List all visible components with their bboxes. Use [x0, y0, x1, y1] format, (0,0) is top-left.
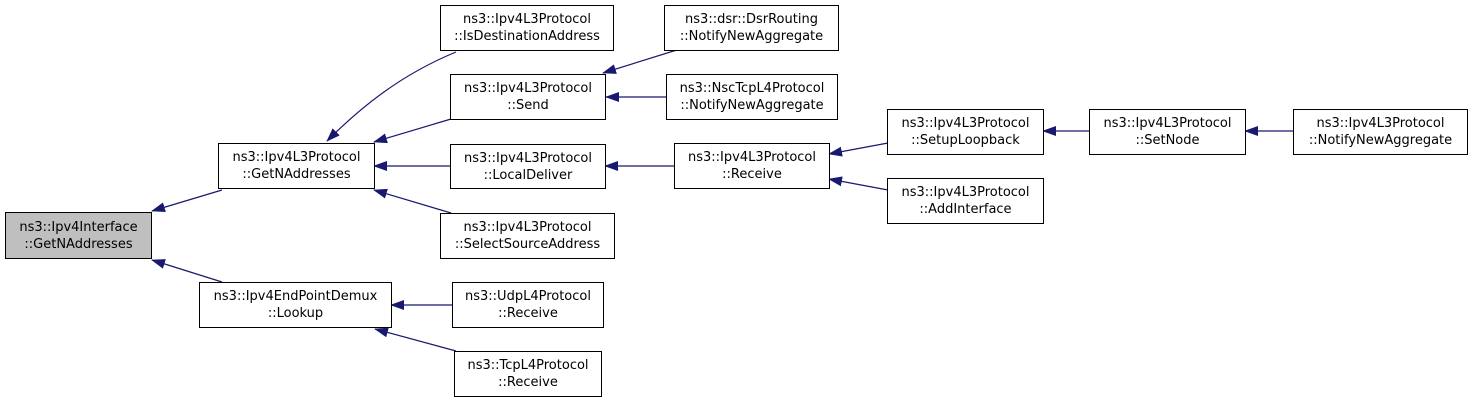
node-dsrrouting-notifynewaggregate[interactable]: ns3::dsr::DsrRouting ::NotifyNewAggregat… — [664, 5, 839, 51]
node-ipv4l3protocol-selectsourceaddress[interactable]: ns3::Ipv4L3Protocol ::SelectSourceAddres… — [440, 213, 615, 259]
node-udpl4protocol-receive[interactable]: ns3::UdpL4Protocol ::Receive — [452, 282, 604, 328]
node-label-line1: ns3::Ipv4L3Protocol — [1316, 116, 1445, 131]
node-label-line1: ns3::Ipv4L3Protocol — [901, 116, 1030, 131]
node-ipv4interface-getnaddresses: ns3::Ipv4Interface ::GetNAddresses — [5, 212, 152, 259]
node-label-line1: ns3::Ipv4L3Protocol — [232, 150, 361, 165]
node-ipv4l3protocol-send[interactable]: ns3::Ipv4L3Protocol ::Send — [450, 74, 606, 120]
node-label-line1: ns3::dsr::DsrRouting — [685, 12, 818, 27]
node-label-line1: ns3::NscTcpL4Protocol — [679, 81, 825, 96]
node-label-line2: ::SelectSourceAddress — [454, 237, 601, 252]
edge-epdlookup-to-ipv4if — [151, 259, 223, 283]
node-label-line2: ::SetNode — [1135, 133, 1200, 148]
node-label-line1: ns3::Ipv4Interface — [19, 219, 138, 235]
node-label-line2: ::SetupLoopback — [911, 133, 1020, 148]
edge-setuploop-to-receive — [828, 142, 889, 157]
node-label-line2: ::LocalDeliver — [483, 167, 573, 183]
node-label-line1: ns3::Ipv4L3Protocol — [688, 150, 816, 165]
node-label-line2: ::Receive — [722, 167, 782, 182]
node-ipv4l3protocol-setuploopback[interactable]: ns3::Ipv4L3Protocol ::SetupLoopback — [887, 109, 1044, 155]
node-label-line1: ns3::Ipv4L3Protocol — [464, 150, 592, 166]
node-label-line2: ::Send — [507, 98, 549, 113]
node-label-line2: ::GetNAddresses — [242, 167, 351, 182]
node-nsctcpl4protocol-notifynewaggregate[interactable]: ns3::NscTcpL4Protocol ::NotifyNewAggrega… — [666, 74, 838, 120]
node-label-line1: ns3::Ipv4L3Protocol — [901, 185, 1030, 200]
node-label-line2: ::NotifyNewAggregate — [679, 29, 824, 44]
node-label-line1: ns3::Ipv4L3Protocol — [463, 220, 592, 235]
node-ipv4l3protocol-localdeliver[interactable]: ns3::Ipv4L3Protocol ::LocalDeliver — [450, 144, 606, 189]
node-label-line1: ns3::Ipv4L3Protocol — [1103, 116, 1232, 131]
node-ipv4l3protocol-setnode[interactable]: ns3::Ipv4L3Protocol ::SetNode — [1089, 109, 1246, 155]
node-label-line2: ::Receive — [498, 306, 558, 321]
edge-dsr-to-send — [602, 48, 681, 74]
node-ipv4l3protocol-notifynewaggregate[interactable]: ns3::Ipv4L3Protocol ::NotifyNewAggregate — [1293, 109, 1468, 155]
edge-l3getn-to-ipv4if — [151, 189, 223, 213]
node-label-line2: ::NotifyNewAggregate — [680, 98, 824, 113]
node-label-line1: ns3::Ipv4EndPointDemux — [213, 289, 378, 304]
node-label-line1: ns3::TcpL4Protocol — [467, 358, 589, 373]
edge-addif-to-receive — [828, 176, 889, 191]
node-ipv4l3protocol-addinterface[interactable]: ns3::Ipv4L3Protocol ::AddInterface — [887, 178, 1044, 224]
node-label-line2: ::GetNAddresses — [24, 236, 133, 252]
node-label-line1: ns3::Ipv4L3Protocol — [463, 12, 591, 27]
edge-isdest-to-l3getn — [326, 51, 457, 142]
edge-selsrc-to-l3getn — [373, 188, 452, 214]
node-ipv4l3protocol-receive[interactable]: ns3::Ipv4L3Protocol ::Receive — [674, 143, 830, 189]
node-label-line2: ::Lookup — [267, 306, 324, 321]
node-label-line2: ::NotifyNewAggregate — [1308, 133, 1453, 148]
node-label-line2: ::AddInterface — [919, 202, 1012, 217]
edge-send-to-l3getn — [373, 118, 452, 144]
node-ipv4l3protocol-getnaddresses[interactable]: ns3::Ipv4L3Protocol ::GetNAddresses — [218, 143, 375, 189]
node-label-line1: ns3::Ipv4L3Protocol — [464, 81, 592, 96]
node-ipv4l3protocol-isdestinationaddress[interactable]: ns3::Ipv4L3Protocol ::IsDestinationAddre… — [440, 5, 614, 51]
node-tcpl4protocol-receive[interactable]: ns3::TcpL4Protocol ::Receive — [454, 351, 602, 397]
node-label-line2: ::Receive — [498, 375, 558, 390]
node-ipv4endpointdemux-lookup[interactable]: ns3::Ipv4EndPointDemux ::Lookup — [199, 282, 392, 328]
node-label-line2: ::IsDestinationAddress — [454, 29, 600, 44]
node-label-line1: ns3::UdpL4Protocol — [465, 289, 591, 304]
edge-tcp-to-epdlookup — [374, 327, 457, 352]
